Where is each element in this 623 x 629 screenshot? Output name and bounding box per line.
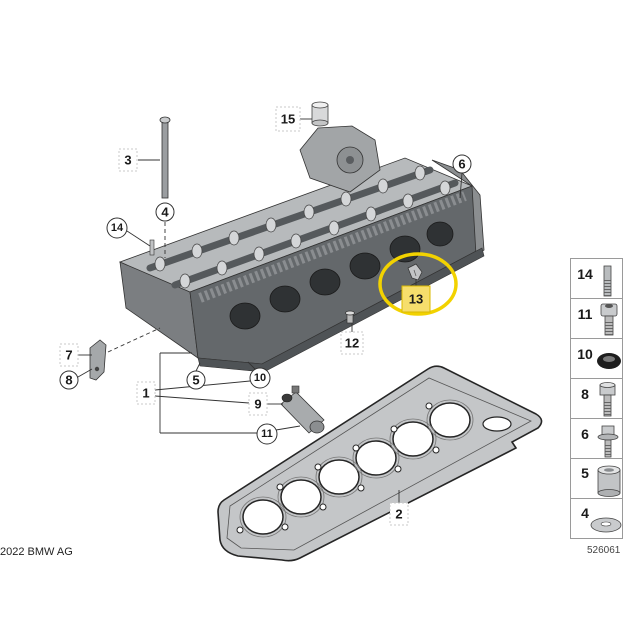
parts-legend: 14 11 10 8 [570,258,623,539]
legend-row-8[interactable]: 8 [581,382,616,417]
legend-number: 8 [581,386,589,402]
callout-9-label: 9 [254,397,261,412]
callout-box [59,343,79,367]
callout-circle [106,217,128,239]
callout-3[interactable]: 3 [118,148,138,172]
callout-10[interactable]: 10 [249,367,271,389]
sleeve-icon [597,465,621,497]
callout-8-label: 8 [65,373,72,388]
callout-2[interactable]: 2 [389,502,409,526]
diagram-id: 526061 [587,545,621,556]
callout-box [275,106,301,132]
legend-number: 4 [581,505,589,521]
flange-bolt-icon [597,425,619,458]
callout-4[interactable]: 4 [155,202,175,222]
solenoid-connector [291,385,300,394]
callout-1[interactable]: 1 [136,381,156,405]
callout-3-label: 3 [124,153,131,168]
sensor-part-13[interactable] [407,263,423,281]
callout-5[interactable]: 5 [186,370,206,390]
callout-11-label: 11 [261,428,273,440]
callout-11[interactable]: 11 [256,423,278,445]
callout-9[interactable]: 9 [248,392,268,416]
washer-icon [590,517,622,533]
gasket-inner-outline [226,377,532,551]
callout-13[interactable]: 13 [401,285,431,313]
callout-10-label: 10 [254,372,266,384]
callout-7[interactable]: 7 [59,343,79,367]
callout-box [136,381,156,405]
gasket-bore [280,479,322,515]
camshaft-lobes [154,165,451,289]
callout-13-label: 13 [409,292,423,307]
legend-number: 10 [577,346,593,362]
callout-5-label: 5 [192,373,199,388]
legend-row-11[interactable]: 11 [578,303,618,336]
gasket-chain-slot [482,416,512,432]
solenoid-valve-part-9[interactable] [280,385,325,434]
cylinder-head-gasket[interactable] [217,365,543,562]
highlight-ring [378,252,458,316]
callout-12-label: 12 [345,336,359,351]
hex-bolt-icon [599,382,616,417]
callout-8[interactable]: 8 [59,370,79,390]
callout-1-label: 1 [142,386,149,401]
seal-ring-part-10 [281,393,293,403]
legend-number: 11 [578,306,593,322]
copyright-text: 2022 BMW AG [0,546,73,558]
cylinder-head[interactable] [118,125,485,373]
callout-circle [256,423,278,445]
callout-7-label: 7 [65,348,72,363]
intake-ports [229,221,454,330]
callout-15-label: 15 [281,112,295,127]
legend-row-4[interactable]: 4 [581,505,622,533]
head-stud-14 [149,239,155,256]
callout-14-label: 14 [111,222,124,234]
socket-head-bolt-icon [600,303,618,336]
callout-box [389,502,409,526]
callout-box [340,331,364,355]
gasket-bore [318,459,360,495]
callout-15[interactable]: 15 [275,106,301,132]
stud-icon [603,265,612,297]
gasket-bore-rings [239,399,474,538]
legend-number: 5 [581,465,589,481]
gasket-bore [429,402,471,438]
callout-box-highlighted [401,285,431,313]
legend-row-5[interactable]: 5 [581,465,621,497]
camshaft-sprocket-center [346,156,354,164]
callout-circle [249,367,271,389]
gasket-bores [242,402,471,535]
callout-box [248,392,268,416]
legend-number: 6 [581,426,589,442]
leader-lines [77,118,463,503]
gasket-bolt-holes [236,402,440,534]
bearing-sleeve-part-15[interactable] [311,101,329,127]
legend-row-10[interactable]: 10 [577,346,621,369]
gasket-bore [392,421,434,457]
callout-6[interactable]: 6 [452,154,472,174]
head-bolt-part-3[interactable] [159,116,171,199]
callout-4-label: 4 [161,205,169,220]
legend-row-6[interactable]: 6 [581,425,619,458]
callout-box [118,148,138,172]
callout-2-label: 2 [395,507,402,522]
sensor-part-12[interactable] [345,310,355,324]
callout-6-label: 6 [458,157,465,172]
callout-circle [186,370,206,390]
callout-12[interactable]: 12 [340,331,364,355]
callout-circle [59,370,79,390]
bracket-part-7[interactable] [89,339,107,381]
callout-circle [452,154,472,174]
legend-number: 14 [577,266,593,282]
gasket-bore [242,499,284,535]
legend-row-14[interactable]: 14 [577,265,612,297]
callout-14[interactable]: 14 [106,217,128,239]
callout-circle [155,202,175,222]
gasket-bore [355,440,397,476]
head-bottom-band [197,247,485,373]
valve-spring-row [198,191,467,303]
sealing-ring-icon [597,353,621,369]
